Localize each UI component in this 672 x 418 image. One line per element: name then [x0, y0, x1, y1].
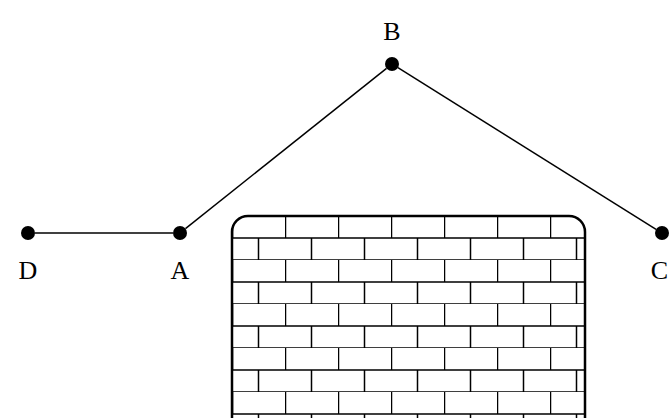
- point-dot: [173, 226, 187, 240]
- point-label: B: [383, 19, 400, 45]
- point-label: A: [171, 258, 190, 284]
- point-label: C: [651, 258, 668, 284]
- segment-line: [398, 68, 656, 230]
- point-dot: [21, 226, 35, 240]
- point-dot: [385, 57, 399, 71]
- segment-line: [185, 68, 386, 228]
- point-label: D: [19, 258, 38, 284]
- segment-line: [35, 232, 173, 234]
- point-dot: [655, 226, 669, 240]
